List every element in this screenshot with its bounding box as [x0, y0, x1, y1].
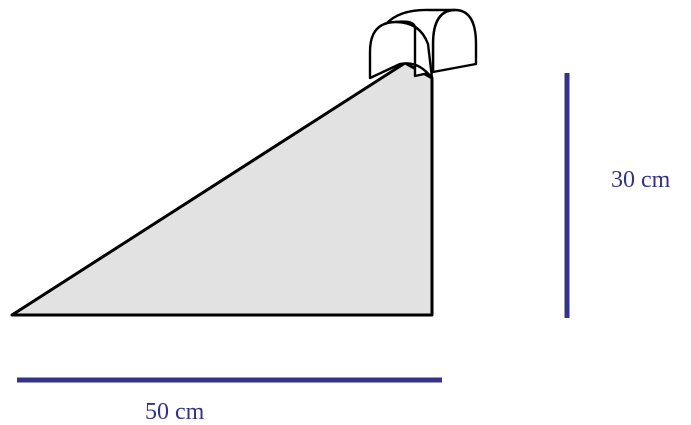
height-label: 30 cm: [611, 167, 671, 193]
ramp-triangle: [10, 61, 434, 317]
tunnel-front-arch: [368, 20, 434, 80]
tunnel-icon: [368, 8, 478, 80]
width-label: 50 cm: [145, 399, 205, 425]
